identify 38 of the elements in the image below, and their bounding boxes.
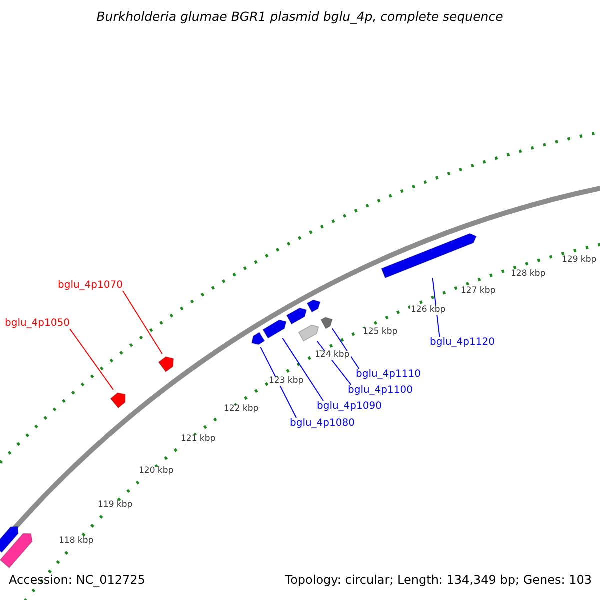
tick-label: 118 kbp (58, 537, 95, 546)
gene-block (0, 526, 19, 554)
gene-label: bglu_4p1050 (5, 318, 70, 329)
gene-block (286, 308, 308, 325)
gene-label: bglu_4p1080 (290, 418, 355, 429)
title: Burkholderia glumae BGR1 plasmid bglu_4p, complete sequence (96, 10, 504, 24)
gene-block (298, 324, 320, 342)
tick-label: 120 kbp (138, 467, 175, 476)
info-text: Topology: circular; Length: 134,349 bp; Genes: 103 (285, 574, 592, 588)
gene-block (320, 317, 333, 330)
leader-line (260, 346, 297, 418)
tick-label: 126 kbp (410, 306, 447, 316)
tick-label: 121 kbp (180, 435, 217, 444)
gene-block (306, 300, 321, 313)
tick-label: 124 kbp (314, 351, 351, 360)
gene-label: bglu_4p1100 (348, 385, 413, 396)
leader-line (122, 290, 163, 354)
leader-line (332, 328, 360, 370)
gene-label: bglu_4p1090 (317, 401, 382, 412)
tick-label: 127 kbp (460, 287, 497, 296)
gene-block (381, 233, 477, 279)
leader-line (69, 328, 114, 390)
gene-block (110, 392, 126, 409)
gene-label: bglu_4p1070 (58, 280, 123, 291)
gene-block (262, 320, 287, 339)
tick-label: 123 kbp (268, 377, 305, 386)
gene-label: bglu_4p1110 (356, 369, 421, 380)
gene-block (158, 356, 174, 373)
tick-label: 128 kbp (510, 270, 547, 280)
gene-label: bglu_4p1120 (430, 337, 495, 348)
tick-label: 125 kbp (362, 328, 399, 338)
gene-block (0, 533, 33, 569)
tick-label: 129 kbp (561, 256, 598, 266)
info-text: Accession: NC_012725 (9, 574, 146, 588)
tick-label: 122 kbp (223, 405, 260, 414)
tick-label: 119 kbp (97, 501, 134, 510)
leader-line (282, 338, 324, 402)
gene-block (251, 332, 266, 346)
